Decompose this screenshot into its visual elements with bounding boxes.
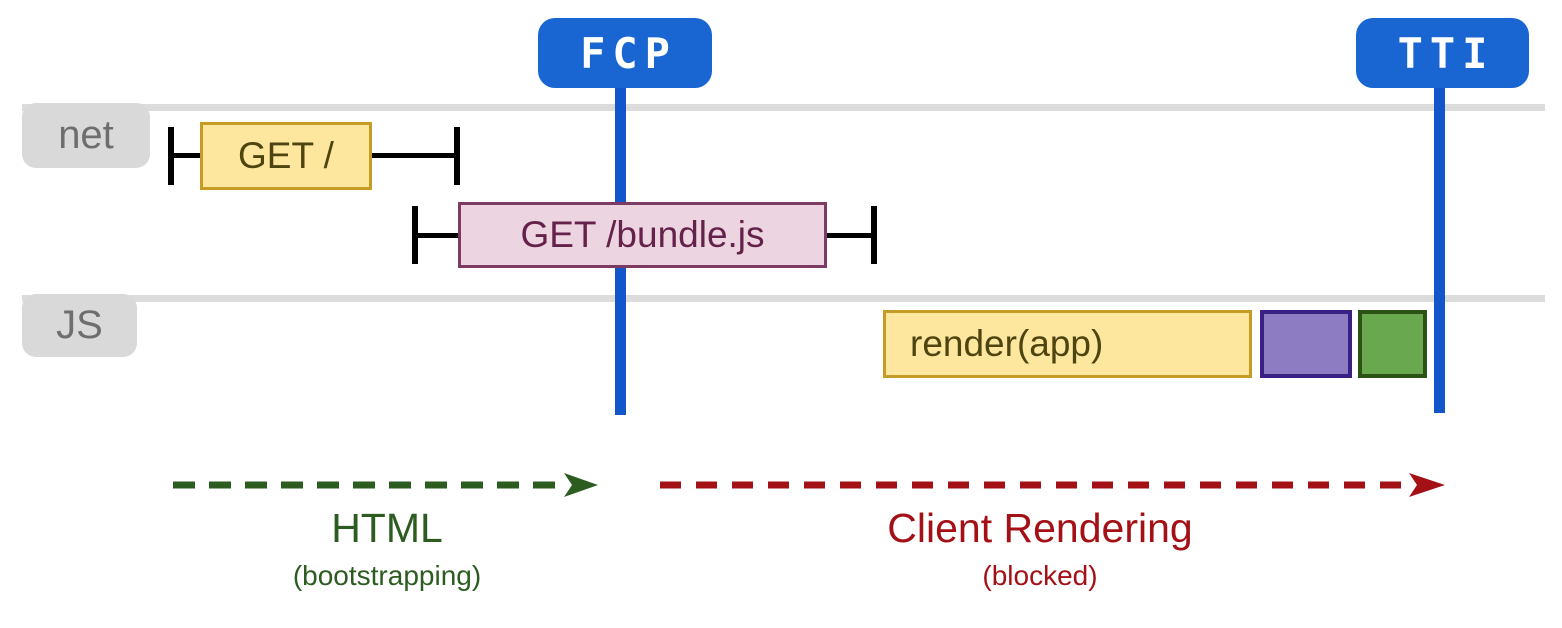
green-task-bar — [1358, 310, 1427, 378]
get-bundle-whisker-cap-end — [871, 206, 877, 264]
client-rendering-phase-arrow — [655, 470, 1455, 500]
arrowhead-icon — [1409, 473, 1445, 497]
html-phase-arrow-svg — [173, 473, 598, 497]
purple-task-bar — [1260, 310, 1352, 378]
net-lane-line — [22, 104, 1545, 111]
html-phase-subtitle: (bootstrapping) — [292, 560, 482, 591]
client-rendering-phase-subtitle: (blocked) — [982, 560, 1098, 591]
client-rendering-phase-arrow-svg — [660, 473, 1445, 497]
js-lane-label: JS — [22, 294, 137, 357]
js-lane-line — [22, 295, 1545, 302]
render-app-task-bar: render(app) — [883, 310, 1252, 378]
arrowhead-icon — [564, 473, 598, 497]
tti-badge: TTI — [1356, 18, 1529, 88]
fcp-badge: FCP — [538, 18, 712, 88]
client-rendering-phase-title: Client Rendering — [887, 505, 1193, 551]
get-bundle-request-bar: GET /bundle.js — [458, 202, 827, 268]
get-root-whisker-cap-end — [454, 127, 460, 185]
html-phase-arrow — [168, 470, 608, 500]
get-root-request-bar: GET / — [200, 122, 372, 190]
html-phase-title: HTML — [331, 505, 443, 551]
net-lane-label: net — [22, 103, 150, 168]
tti-marker-line — [1434, 84, 1445, 413]
